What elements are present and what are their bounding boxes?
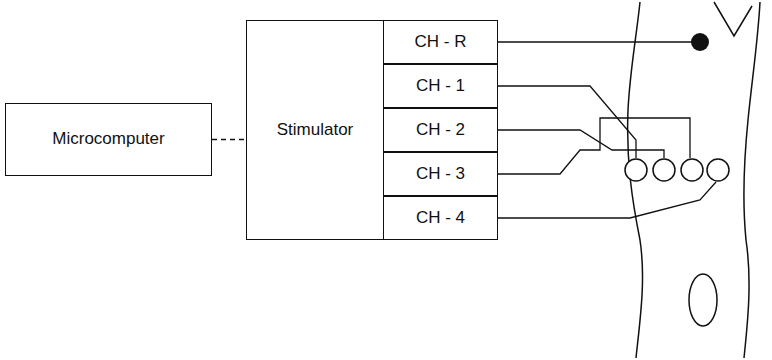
box-label: Stimulator — [277, 121, 354, 140]
box-label: CH - 1 — [416, 77, 465, 96]
computer-box: Microcomputer — [5, 103, 212, 176]
box-label: CH - 4 — [416, 209, 465, 228]
reference-electrode — [691, 33, 709, 51]
box-label: CH - 3 — [416, 165, 465, 184]
channel-box: CH - 1 — [383, 64, 498, 108]
channel-box: CH - R — [383, 20, 498, 64]
stimulator-box: Stimulator — [246, 20, 384, 240]
torso-outline — [628, 2, 760, 358]
electrode-wires — [498, 42, 716, 218]
dashed-connector — [212, 139, 246, 140]
stimulation-electrodes — [625, 159, 729, 181]
box-label: CH - R — [415, 33, 467, 52]
channel-box: CH - 2 — [383, 108, 498, 152]
box-label: CH - 2 — [416, 121, 465, 140]
box-label: Microcomputer — [52, 130, 164, 149]
channel-box: CH - 3 — [383, 152, 498, 196]
channel-box: CH - 4 — [383, 196, 498, 240]
